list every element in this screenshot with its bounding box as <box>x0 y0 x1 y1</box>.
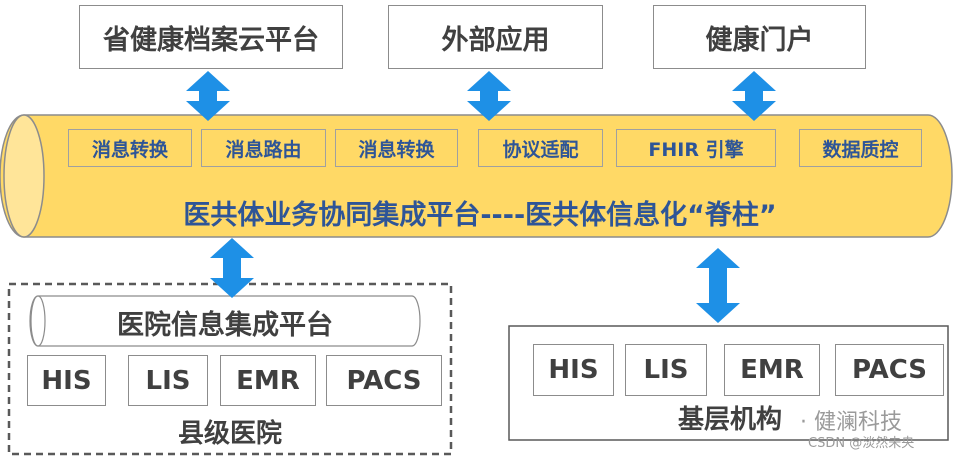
county-lis-box: LIS <box>128 355 208 406</box>
provincial-health-record-platform-box: 省健康档案云平台 <box>79 5 343 69</box>
module-data-quality-control: 数据质控 <box>799 129 922 167</box>
hospital-integration-platform-label: 医院信息集成平台 <box>117 309 333 341</box>
hospital-platform-cylinder <box>29 295 421 347</box>
health-portal-box: 健康门户 <box>653 5 866 69</box>
module-fhir-engine: FHIR 引擎 <box>616 129 776 167</box>
external-applications-box: 外部应用 <box>388 5 603 69</box>
module-protocol-adaptation: 协议适配 <box>478 129 603 167</box>
double-arrow-icon <box>210 238 254 298</box>
brand-watermark: · 健澜科技 <box>800 410 902 435</box>
county-his-box: HIS <box>27 355 106 406</box>
module-message-routing: 消息路由 <box>201 129 326 167</box>
primary-institutions-label: 基层机构 <box>677 404 782 435</box>
platform-label: 医共体业务协同集成平台----医共体信息化“脊柱” <box>183 199 777 231</box>
module-message-conversion-2: 消息转换 <box>335 129 458 167</box>
primary-pacs-box: PACS <box>835 344 944 396</box>
double-arrow-icon <box>696 248 740 323</box>
county-pacs-box: PACS <box>326 355 442 406</box>
double-arrow-icon <box>467 71 511 121</box>
csdn-watermark: CSDN @淡然未央 <box>808 436 915 451</box>
primary-lis-box: LIS <box>625 344 707 396</box>
double-arrow-icon <box>186 71 230 121</box>
primary-emr-box: EMR <box>724 344 820 396</box>
module-message-conversion: 消息转换 <box>68 129 192 167</box>
county-hospital-label: 县级医院 <box>177 418 282 449</box>
primary-his-box: HIS <box>533 344 614 396</box>
double-arrow-icon <box>732 71 776 121</box>
county-emr-box: EMR <box>220 355 316 406</box>
